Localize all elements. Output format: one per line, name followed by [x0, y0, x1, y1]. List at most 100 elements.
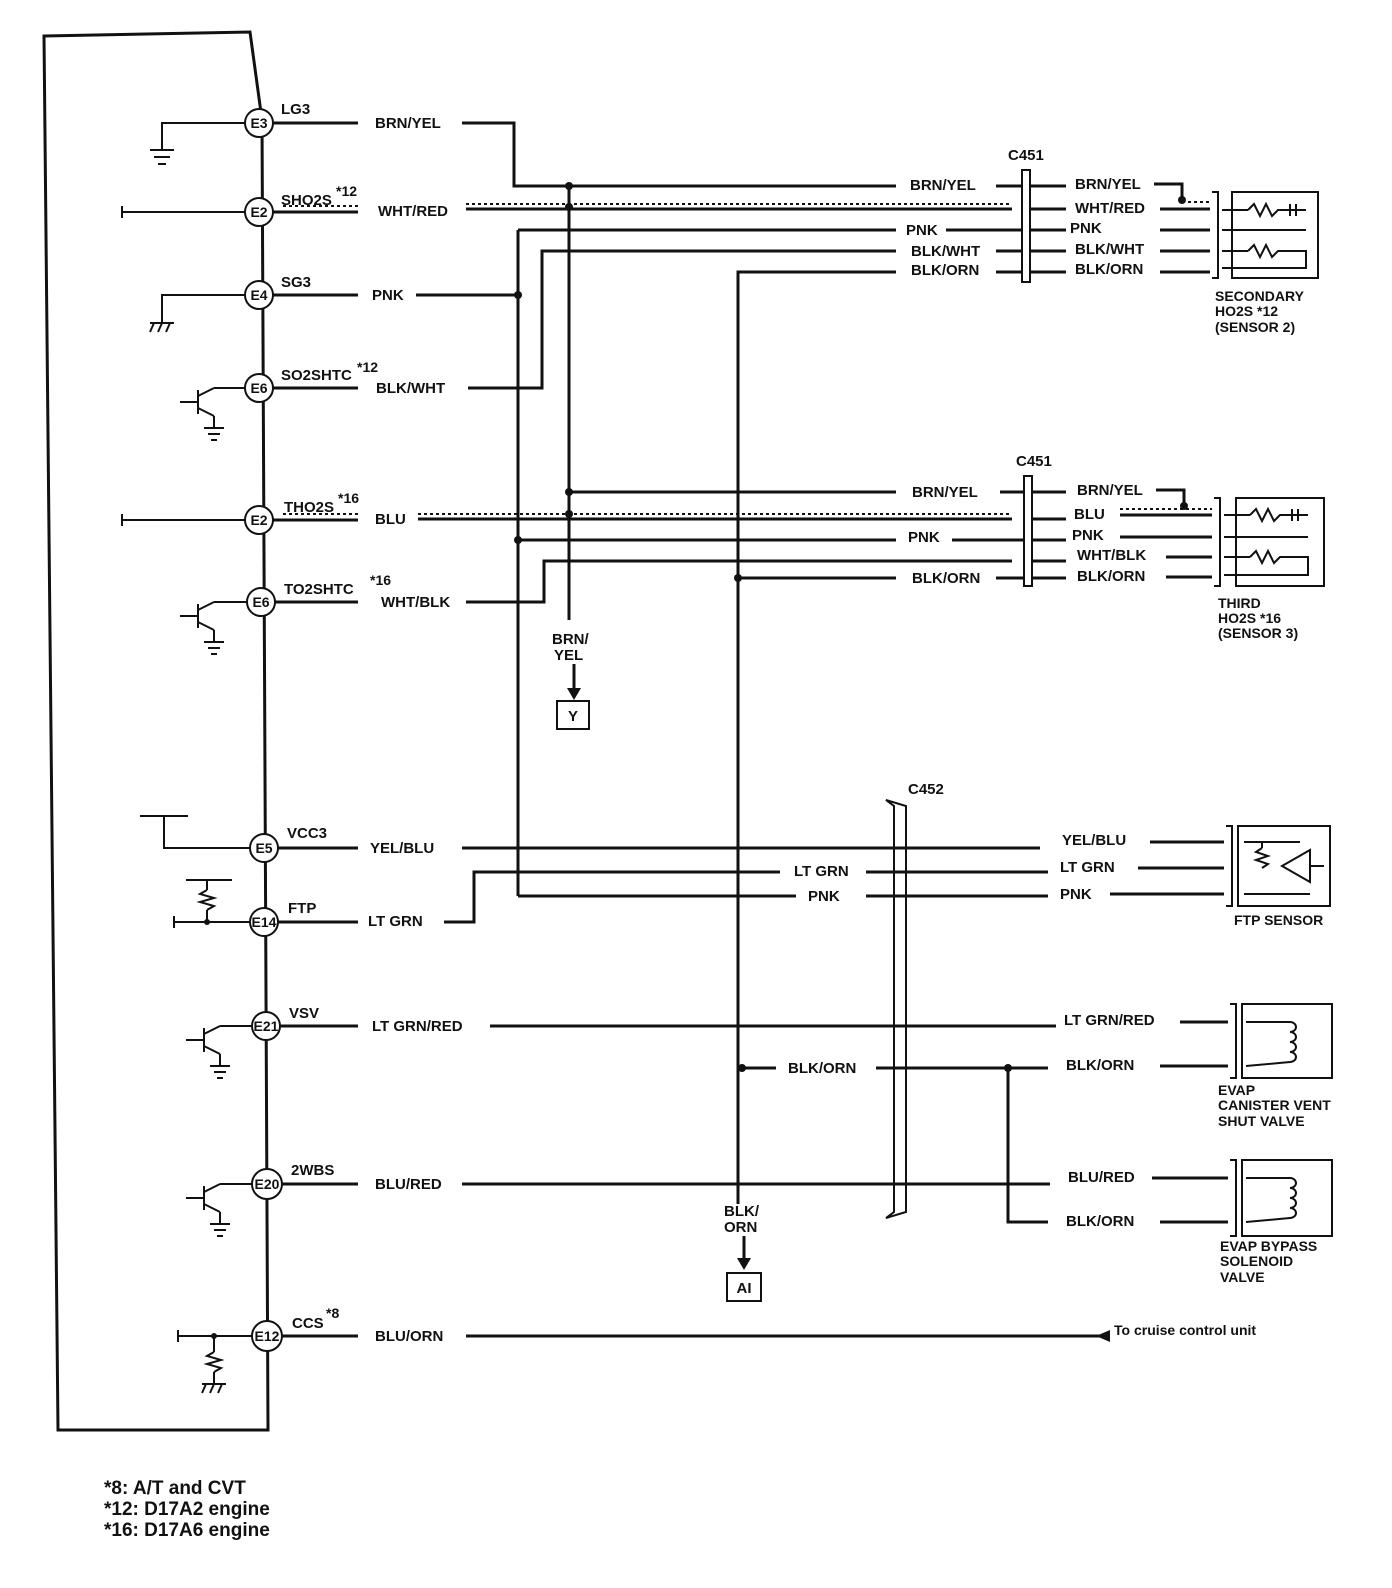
component-name: FTP SENSOR: [1234, 912, 1323, 928]
ecm-pin-row-e2-sho2s: E2 SHO2S *12 WHT/RED: [121, 183, 448, 227]
wire-color-label: BLK/ORN: [912, 570, 980, 587]
wire-color-label: BRN/YEL: [910, 177, 976, 194]
wire-color-label: BLU: [1074, 506, 1105, 523]
evap-canister-vent-shut-valve: LT GRN/RED BLK/ORN EVAP CANISTER VENT SH…: [1064, 1003, 1333, 1129]
ecm-pin-row-e20: E20 2WBS BLU/RED: [186, 1162, 442, 1237]
footnote: *8: A/T and CVT: [104, 1478, 246, 1499]
component-name: SOLENOID: [1220, 1253, 1293, 1269]
footnote-ref: *16: [370, 572, 391, 588]
wire-color-label: BRN/YEL: [1077, 482, 1143, 499]
pin-id: E21: [254, 1018, 279, 1034]
component-name: SECONDARY: [1215, 288, 1305, 304]
pin-id: E12: [255, 1328, 280, 1344]
wire-color-label: BRN/YEL: [375, 115, 441, 132]
pin-id: E20: [255, 1176, 280, 1192]
wire-color-label: WHT/BLK: [1077, 547, 1146, 564]
wire-color-label: YEL/BLU: [370, 840, 434, 857]
wire-color-label: BRN/YEL: [912, 484, 978, 501]
ecm-pin-row-e2-tho2s: E2 THO2S *16 BLU: [121, 490, 406, 535]
wire-color-label: WHT/RED: [1075, 200, 1145, 217]
third-ho2s: THIRD HO2S *16 (SENSOR 3): [1120, 488, 1325, 641]
pin-id: E4: [250, 287, 267, 303]
wire-color-label: PNK: [1070, 220, 1102, 237]
signal-label: VSV: [289, 1005, 319, 1022]
ecm-pin-row-e6-to2shtc: E6 TO2SHTC *16 WHT/BLK: [180, 572, 450, 655]
pin-id: E6: [250, 380, 267, 396]
signal-label: TO2SHTC: [284, 581, 354, 598]
evap-bypass-solenoid-valve: BLU/RED BLK/ORN EVAP BYPASS SOLENOID VAL…: [1066, 1159, 1333, 1285]
ecm-body: [42, 30, 270, 1432]
signal-label: VCC3: [287, 825, 327, 842]
connector-c451-upper: C451 BRN/YEL PNK BLK/WHT BLK/ORN BRN/YEL…: [906, 147, 1145, 283]
signal-label: CCS: [292, 1315, 324, 1332]
reference-box-label: AI: [737, 1280, 752, 1297]
wire-color-label: PNK: [1060, 886, 1092, 903]
signal-label: SHO2S: [281, 192, 332, 209]
wire-color-label: YEL/BLU: [1062, 832, 1126, 849]
wire-color-label: BLK/ORN: [1075, 261, 1143, 278]
reference-y: BRN/ YEL Y: [552, 631, 590, 730]
ecm-pin-row-e12: E12 CCS *8 BLU/ORN: [177, 1305, 443, 1394]
wire-color-label: BLK/ORN: [788, 1060, 856, 1077]
pin-id: E14: [252, 914, 277, 930]
footnote-ref: *8: [326, 1305, 339, 1321]
wire-color-label: LT GRN: [1060, 859, 1115, 876]
component-name: VALVE: [1220, 1269, 1265, 1285]
component-name: (SENSOR 2): [1215, 319, 1295, 335]
pin-id: E6: [252, 594, 269, 610]
wire-color-label: LT GRN: [368, 913, 423, 930]
wire-color-label: WHT/BLK: [381, 594, 450, 611]
ecm-pin-row-e6-so2shtc: E6 SO2SHTC *12 BLK/WHT: [180, 359, 445, 441]
ftp-sensor: YEL/BLU LT GRN PNK FTP SENSOR: [1060, 825, 1331, 928]
wire-color-label: BLK/ORN: [1066, 1213, 1134, 1230]
wire-color-label: PNK: [1072, 527, 1104, 544]
wire-color-label: BLU/RED: [375, 1176, 442, 1193]
pin-id: E2: [250, 512, 267, 528]
wire-color-label: BLK/: [724, 1203, 760, 1220]
connector-label: C451: [1008, 147, 1044, 164]
wire-color-label: WHT/RED: [378, 203, 448, 220]
wire-color-label: BLK/WHT: [911, 243, 980, 260]
wire-color-label: BLK/WHT: [1075, 241, 1144, 258]
signal-label: THO2S: [284, 499, 334, 516]
wire-color-label: LT GRN: [794, 863, 849, 880]
signal-label: FTP: [288, 900, 316, 917]
ecm-pin-row-e4: E4 SG3 PNK: [149, 274, 404, 333]
signal-label: SO2SHTC: [281, 367, 352, 384]
wire-color-label: YEL: [554, 647, 583, 664]
reference-box-label: Y: [568, 708, 578, 725]
wire-color-label: LT GRN/RED: [372, 1018, 463, 1035]
reference-ai: BLK/ ORN AI: [724, 1203, 762, 1302]
signal-label: 2WBS: [291, 1162, 334, 1179]
footnote: *12: D17A2 engine: [104, 1499, 270, 1520]
pin-id: E2: [250, 204, 267, 220]
wire-color-label: BLU: [375, 511, 406, 528]
component-name: CANISTER VENT: [1218, 1097, 1331, 1113]
ecm-pin-row-e21: E21 VSV LT GRN/RED: [186, 1005, 463, 1079]
connector-label: C452: [908, 781, 944, 798]
footnote-ref: *16: [338, 490, 359, 506]
ecm-pin-row-e14: E14 FTP LT GRN: [173, 879, 423, 937]
wire-color-label: PNK: [808, 888, 840, 905]
signal-label: SG3: [281, 274, 311, 291]
wire-color-label: BLU/ORN: [375, 1328, 443, 1345]
component-name: (SENSOR 3): [1218, 625, 1298, 641]
footnotes: *8: A/T and CVT *12: D17A2 engine *16: D…: [104, 1478, 270, 1541]
footnote: *16: D17A6 engine: [104, 1520, 270, 1541]
pin-id: E5: [255, 840, 272, 856]
wire-color-label: PNK: [908, 529, 940, 546]
component-name: HO2S *16: [1218, 610, 1281, 626]
wire-color-label: BLU/RED: [1068, 1169, 1135, 1186]
wire-color-label: LT GRN/RED: [1064, 1012, 1155, 1029]
wire-color-label: PNK: [906, 222, 938, 239]
wire-routing: [416, 121, 1110, 1342]
wire-color-label: BLK/ORN: [911, 262, 979, 279]
wire-color-label: BLK/ORN: [1066, 1057, 1134, 1074]
footnote-ref: *12: [336, 183, 357, 199]
wire-color-label: BLK/ORN: [1077, 568, 1145, 585]
wire-color-label: PNK: [372, 287, 404, 304]
pin-id: E3: [250, 115, 267, 131]
ecm-pin-row-e5: E5 VCC3 YEL/BLU: [140, 815, 434, 863]
component-name: EVAP: [1218, 1082, 1255, 1098]
